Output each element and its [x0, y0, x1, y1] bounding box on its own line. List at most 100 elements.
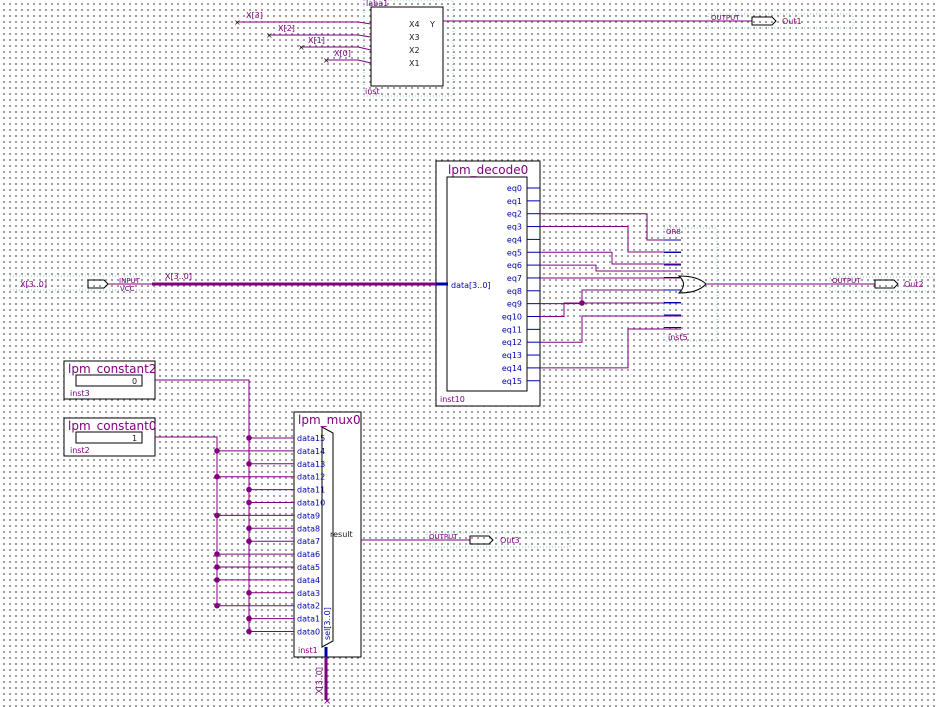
- laba1-port-x2: X2: [409, 46, 420, 55]
- wire-eq10-or[interactable]: [540, 302, 681, 317]
- const2-value: 0: [132, 377, 137, 386]
- wire-x1[interactable]: [300, 46, 372, 51]
- wire-eq12-or[interactable]: [540, 315, 681, 343]
- or-gate-outline: [663, 227, 718, 342]
- wire-junction: [246, 499, 252, 506]
- input-pin-default: VCC: [120, 285, 135, 293]
- laba1-port-x3: X3: [409, 33, 420, 42]
- out2-type: OUTPUT: [832, 277, 861, 285]
- mux-outer: [293, 411, 362, 658]
- mux-port-data10: data10: [297, 499, 325, 508]
- mux-block[interactable]: lpm_mux0 result inst1 sel[3..0] data15da…: [293, 411, 362, 658]
- mux-data-ports: data15data14data13data12data11data10data…: [297, 434, 325, 637]
- input-pin-name: X[3..0]: [20, 280, 47, 289]
- or-input-wires: [540, 213, 681, 369]
- wire-junction: [214, 564, 220, 570]
- mux-port-data6: data6: [297, 550, 320, 559]
- out3-name: Out3: [500, 536, 520, 545]
- decoder-output-eq13: eq13: [502, 351, 522, 360]
- output-pin-icon: [469, 535, 494, 545]
- const0-instance: inst2: [70, 446, 90, 455]
- or-gate-icon: [677, 275, 707, 294]
- output-pin-icon: [751, 16, 777, 26]
- output-pin-icon: [874, 279, 899, 289]
- out2-pin[interactable]: OUTPUT Out2: [829, 276, 935, 292]
- const0-block[interactable]: lpm_constant0 1 inst2: [63, 417, 156, 457]
- wire-eq6-or[interactable]: [540, 264, 681, 272]
- wire-eq5-or[interactable]: [540, 251, 681, 265]
- input-pin-icon: [87, 279, 109, 289]
- wire-eq3-or[interactable]: [540, 226, 681, 253]
- laba1-body: [370, 6, 444, 87]
- mux-port-data15: data15: [297, 434, 325, 443]
- bus-label-x: X[3..0]: [165, 272, 192, 281]
- out1-type: OUTPUT: [711, 14, 740, 22]
- decoder-output-eq14: eq14: [502, 364, 522, 373]
- const2-block[interactable]: lpm_constant2 0 inst3: [63, 360, 156, 400]
- out3-pin-outline: [426, 532, 571, 548]
- laba1-port-x1: X1: [409, 59, 420, 68]
- input-pin[interactable]: X[3..0] INPUT VCC: [9, 275, 156, 293]
- wire-junction: [246, 615, 252, 622]
- wire-const0-bus[interactable]: [155, 436, 218, 606]
- out2-pin-outline: [829, 276, 935, 292]
- mux-port-data4: data4: [297, 576, 320, 585]
- wire-junction: [246, 590, 252, 596]
- mux-port-data14: data14: [297, 447, 325, 456]
- wire-junction: [214, 473, 220, 480]
- decoder-outputs: eq0eq1eq2eq3eq4eq5eq6eq7eq8eq9eq10eq11eq…: [502, 184, 540, 386]
- decoder-output-eq11: eq11: [502, 325, 522, 334]
- laba1-input-wires: × × × × X[3] X[2] X[1] X[0]: [234, 11, 372, 65]
- mux-port-data11: data11: [297, 486, 325, 495]
- mux-result-port: result: [330, 530, 353, 539]
- out3-pin[interactable]: OUTPUT Out3: [426, 532, 571, 548]
- decoder-output-eq8: eq8: [507, 287, 522, 296]
- mux-trapezoid: [321, 426, 334, 648]
- mux-port-data9: data9: [297, 511, 320, 520]
- input-pin-type: INPUT: [119, 277, 141, 285]
- wire-junction: [246, 461, 252, 467]
- mux-sel-port: sel[3..0]: [323, 607, 332, 640]
- decoder-name: lpm_decode0: [448, 163, 528, 177]
- wire-const2-bus[interactable]: [155, 379, 250, 632]
- wire-x0[interactable]: [325, 59, 372, 64]
- decoder-output-eq4: eq4: [507, 235, 522, 244]
- wire-label-x0: X[0]: [334, 49, 351, 58]
- laba1-block[interactable]: laba1 X4 X3 X2 X1 Y inst: [363, 0, 454, 97]
- decoder-instance: inst10: [440, 395, 465, 404]
- mux-port-data3: data3: [297, 589, 320, 598]
- wire-label-x2: X[2]: [278, 24, 295, 33]
- mux-instance: inst1: [298, 646, 318, 655]
- wire-junction: [246, 486, 252, 493]
- decoder-output-eq3: eq3: [507, 223, 522, 232]
- decoder-output-eq0: eq0: [507, 184, 522, 193]
- out2-name: Out2: [904, 280, 924, 289]
- or-gate-instance: inst5: [668, 333, 688, 342]
- decoder-block[interactable]: lpm_decode0 data[3..0] inst10 eq0eq1eq2e…: [435, 160, 541, 407]
- out1-name: Out1: [782, 17, 802, 26]
- wire-junction: [246, 628, 252, 635]
- out1-pin-outline: [707, 13, 854, 29]
- mux-input-wires: [155, 379, 294, 635]
- wire-junction: [246, 435, 252, 441]
- x-mark: ×: [234, 18, 241, 27]
- mux-port-data7: data7: [297, 537, 320, 546]
- or-gate[interactable]: OR8 inst5: [663, 227, 718, 342]
- const0-value: 1: [132, 434, 137, 443]
- const0-name: lpm_constant0: [68, 419, 156, 433]
- wire-junction: [214, 448, 220, 454]
- const0-value-box: [75, 431, 143, 444]
- out1-pin[interactable]: OUTPUT Out1: [707, 13, 854, 29]
- or-gate-type: OR8: [666, 228, 681, 236]
- x-mark: ×: [298, 43, 305, 52]
- mux-port-data2: data2: [297, 602, 320, 611]
- wire-x2[interactable]: [268, 34, 372, 38]
- x-mark: ×: [323, 56, 330, 65]
- wire-eq14-or[interactable]: [540, 328, 681, 369]
- wire-eq9-or[interactable]: [540, 289, 681, 305]
- mux-port-data12: data12: [297, 473, 325, 482]
- decoder-data-port: data[3..0]: [451, 281, 491, 290]
- decoder-output-eq6: eq6: [507, 261, 522, 270]
- wire-x3[interactable]: [236, 21, 372, 25]
